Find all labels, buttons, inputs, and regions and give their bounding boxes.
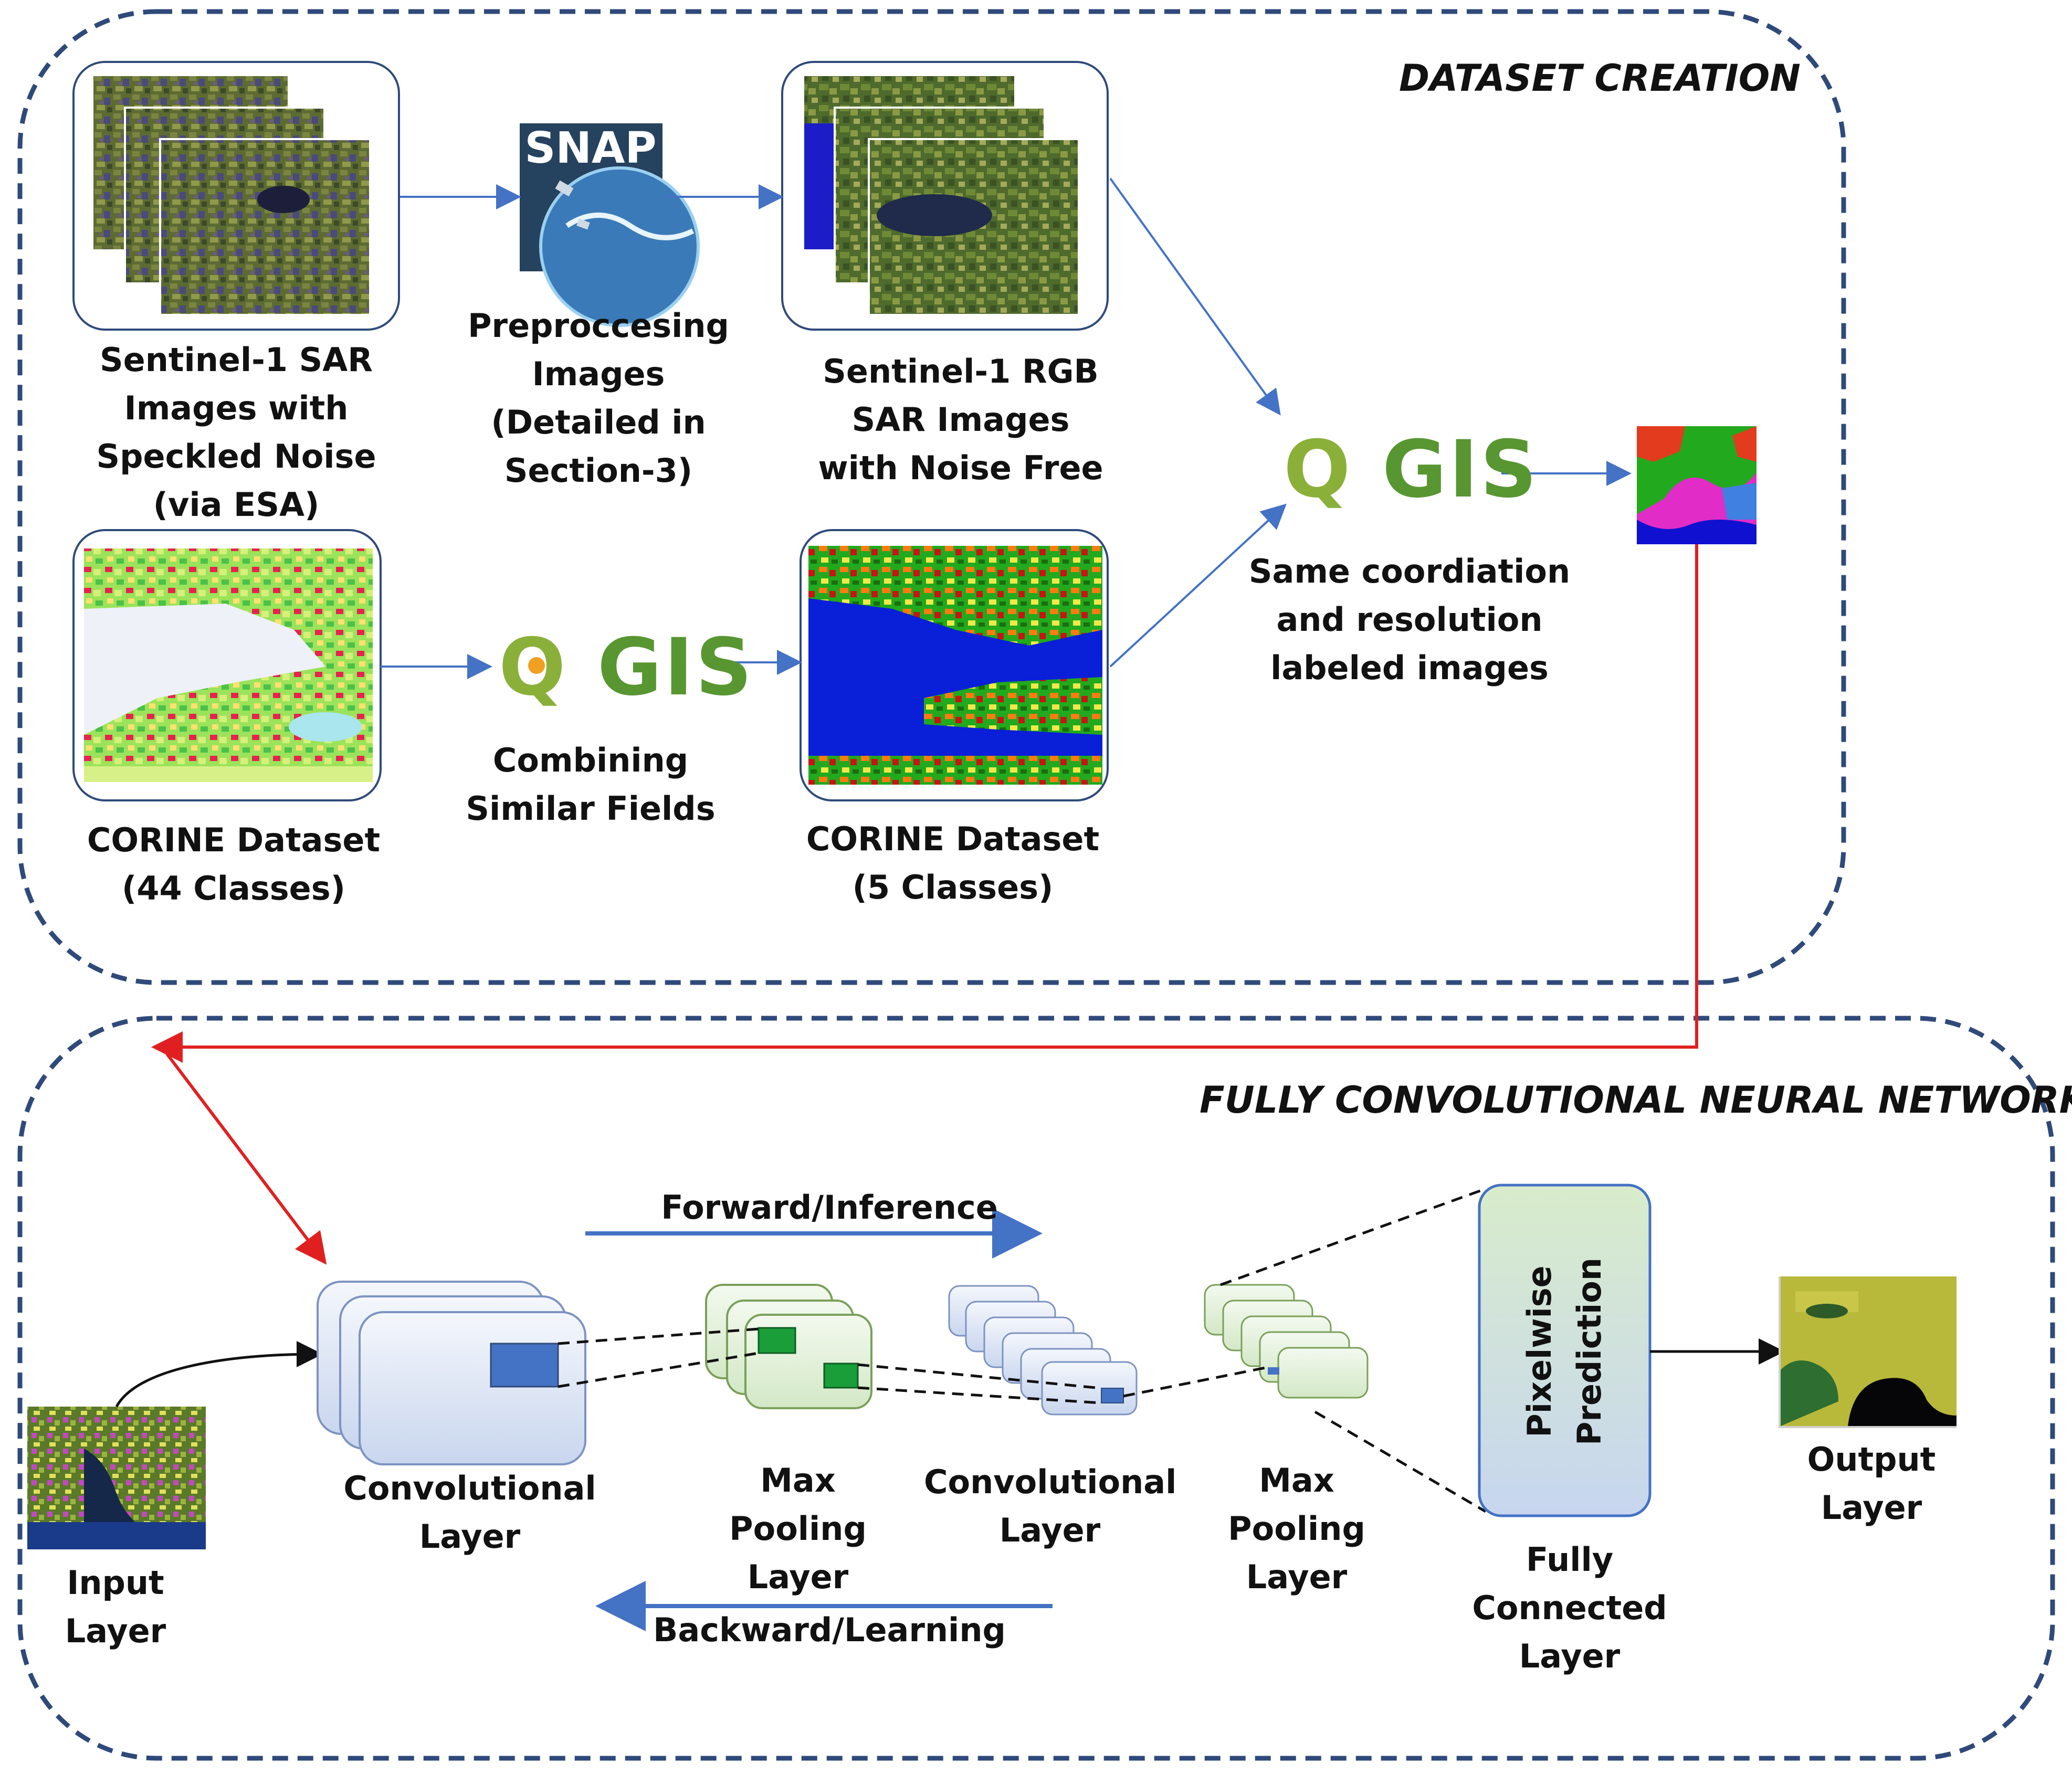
input-to-conv-arrow	[115, 1341, 323, 1408]
fcnn-title: FULLY CONVOLUTIONAL NEURAL NETWORK	[1200, 1079, 2072, 1122]
corine44-map	[72, 529, 382, 801]
snap-logo: SNAP	[520, 123, 700, 327]
qgis-logo-text: Q	[1284, 424, 1353, 515]
corine44-label: CORINE Dataset(44 Classes)	[87, 821, 381, 907]
input-layer-image	[27, 1407, 206, 1549]
qgis-logo-combining-text: Q GIS	[499, 622, 754, 713]
corine5-label: CORINE Dataset(5 Classes)	[806, 820, 1100, 906]
sar-rgb-image-stack	[781, 61, 1109, 331]
qgis-logo-text-rest: GIS	[1382, 424, 1539, 515]
fcnn-frame	[17, 1016, 2055, 1761]
dataset-creation-title: DATASET CREATION	[1399, 57, 1801, 100]
dataset-flow-arrows	[381, 177, 1632, 679]
output-layer-image	[1779, 1276, 1957, 1428]
backward-label: Backward/Learning	[653, 1611, 1006, 1649]
pool-layer-1-stack	[705, 1284, 872, 1409]
corine5-map	[800, 529, 1109, 801]
qgis-logo-combining	[528, 657, 545, 674]
sar-noisy-image-stack	[72, 61, 400, 331]
qgis-logo-text-rest: GIS	[597, 622, 754, 713]
snap-logo-text: SNAP	[524, 123, 656, 173]
qgis-logo-main: Q GIS	[1284, 424, 1539, 515]
receptive-field-dashes	[558, 1187, 1487, 1513]
labeled-image-thumbnail	[1637, 426, 1757, 544]
forward-label: Forward/Inference	[661, 1188, 998, 1227]
conv-layer-1-stack	[317, 1281, 586, 1465]
dataset-creation-frame	[17, 9, 1846, 985]
red-connector-arrow	[151, 544, 1698, 1265]
qgis-logo-text-2: Q	[499, 622, 568, 713]
pool-layer-2-stack	[1204, 1284, 1369, 1399]
